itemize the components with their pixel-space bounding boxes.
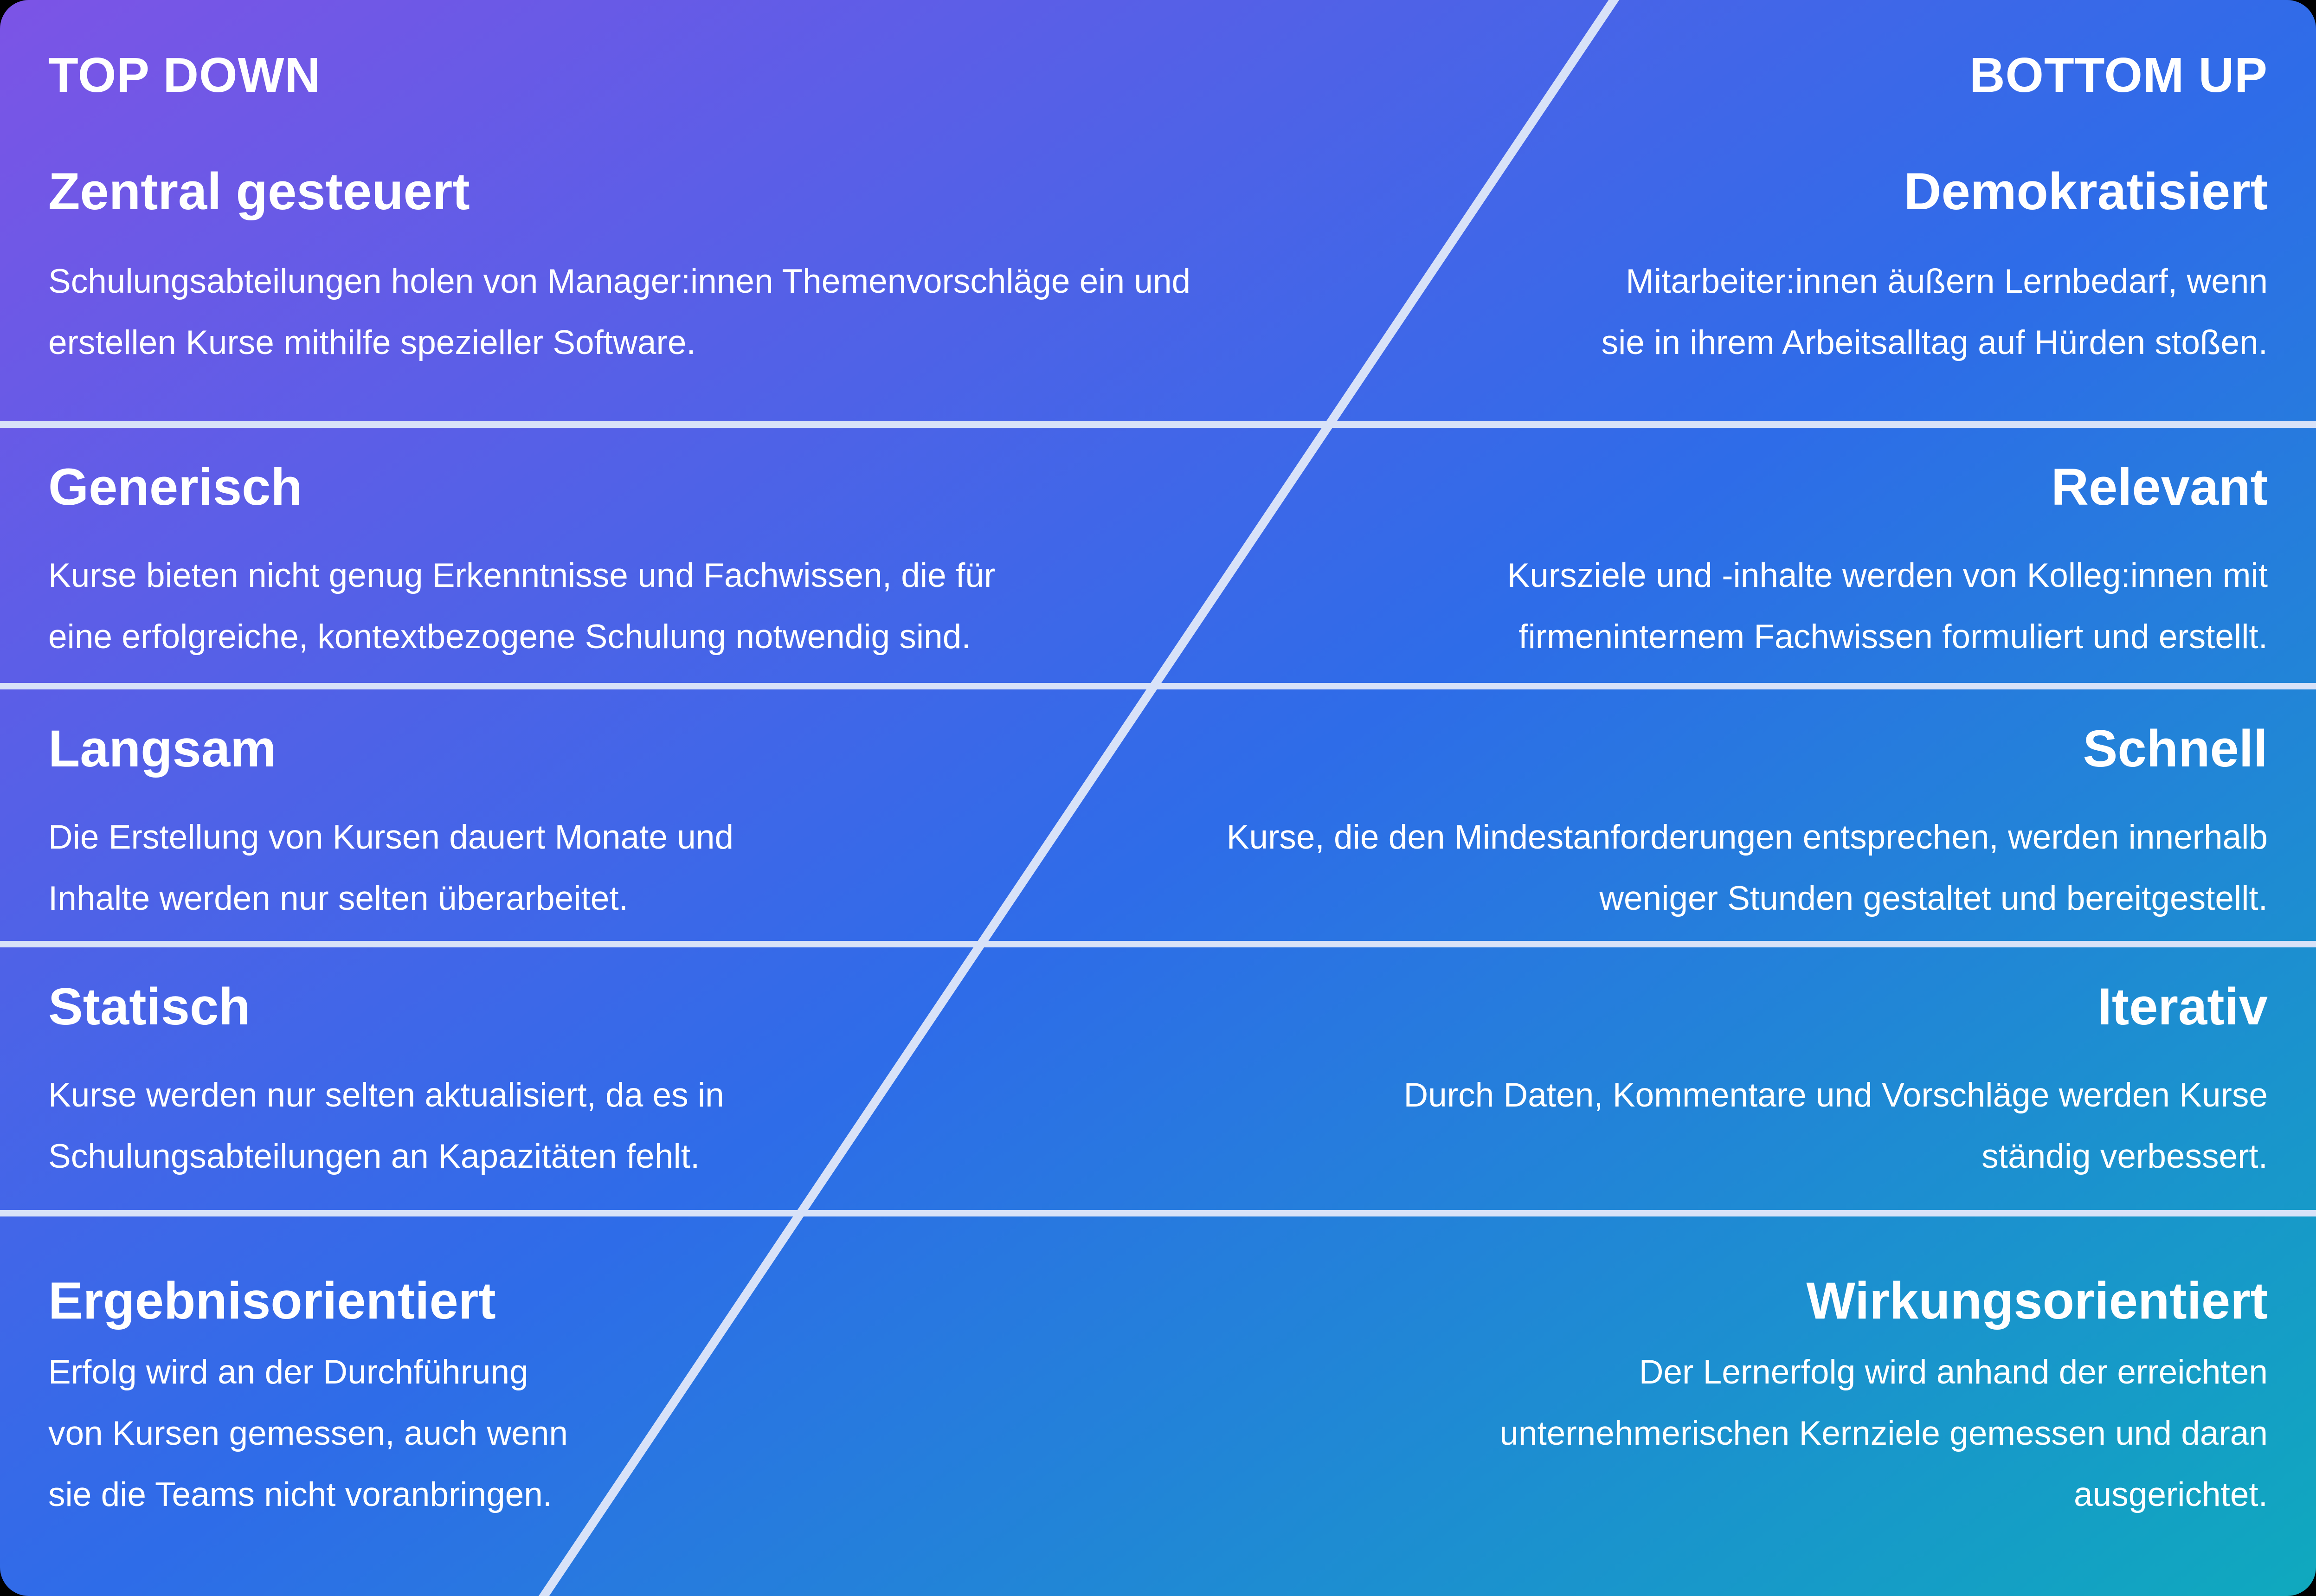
- bottom-up-column: Iterativ Durch Daten, Kommentare und Vor…: [1404, 947, 2268, 1210]
- left-body-text: Kurse bieten nicht genug Erkenntnisse un…: [48, 557, 996, 656]
- row-separator: [0, 1210, 2316, 1216]
- bottom-up-column: BOTTOM UP Demokratisiert Mitarbeiter:inn…: [1602, 0, 2268, 421]
- bottom-up-title: BOTTOM UP: [1969, 48, 2268, 103]
- row-separator: [0, 941, 2316, 947]
- left-heading: Langsam: [48, 720, 277, 778]
- left-body-text: Die Erstellung von Kursen dauert Monate …: [48, 818, 734, 917]
- top-down-column: Ergebnisorientiert Erfolg wird an der Du…: [48, 1216, 568, 1596]
- right-body-text: Der Lernerfolg wird anhand der erreichte…: [1499, 1353, 2268, 1513]
- bottom-up-column: Relevant Kursziele und -inhalte werden v…: [1507, 428, 2268, 683]
- row-zentral-demokratisiert: TOP DOWN Zentral gesteuert Schulungsabte…: [0, 0, 2316, 421]
- top-down-column: Statisch Kurse werden nur selten aktuali…: [48, 947, 724, 1210]
- right-heading: Wirkungsorientiert: [1806, 1272, 2268, 1330]
- row-separator: [0, 683, 2316, 689]
- left-heading: Zentral gesteuert: [48, 162, 470, 220]
- right-body-text: Mitarbeiter:innen äußern Lernbedarf, wen…: [1601, 263, 2268, 361]
- top-down-column: TOP DOWN Zentral gesteuert Schulungsabte…: [48, 0, 1190, 421]
- top-down-column: Generisch Kurse bieten nicht genug Erken…: [48, 428, 995, 683]
- left-body-text: Kurse werden nur selten aktualisiert, da…: [48, 1076, 724, 1175]
- row-langsam-schnell: Langsam Die Erstellung von Kursen dauert…: [0, 689, 2316, 941]
- bottom-up-column: Schnell Kurse, die den Mindestanforderun…: [1227, 689, 2268, 941]
- row-statisch-iterativ: Statisch Kurse werden nur selten aktuali…: [0, 947, 2316, 1210]
- top-down-column: Langsam Die Erstellung von Kursen dauert…: [48, 689, 733, 941]
- top-down-title: TOP DOWN: [48, 48, 321, 103]
- right-heading: Iterativ: [2097, 978, 2268, 1036]
- left-heading: Statisch: [48, 978, 251, 1036]
- right-body-text: Kursziele und -inhalte werden von Kolleg…: [1507, 557, 2268, 656]
- left-body-text: Schulungsabteilungen holen von Manager:i…: [48, 263, 1191, 361]
- bottom-up-column: Wirkungsorientiert Der Lernerfolg wird a…: [1499, 1216, 2268, 1596]
- row-ergebnisorientiert-wirkungsorientiert: Ergebnisorientiert Erfolg wird an der Du…: [0, 1216, 2316, 1596]
- left-heading: Ergebnisorientiert: [48, 1272, 496, 1330]
- left-body-text: Erfolg wird an der Durchführung von Kurs…: [48, 1353, 568, 1513]
- row-generisch-relevant: Generisch Kurse bieten nicht genug Erken…: [0, 428, 2316, 683]
- left-heading: Generisch: [48, 458, 302, 516]
- right-body-text: Kurse, die den Mindestanforderungen ents…: [1226, 818, 2268, 917]
- row-separator: [0, 421, 2316, 428]
- right-body-text: Durch Daten, Kommentare und Vorschläge w…: [1403, 1076, 2268, 1175]
- right-heading: Demokratisiert: [1904, 162, 2268, 220]
- right-heading: Relevant: [2051, 458, 2268, 516]
- right-heading: Schnell: [2083, 720, 2268, 778]
